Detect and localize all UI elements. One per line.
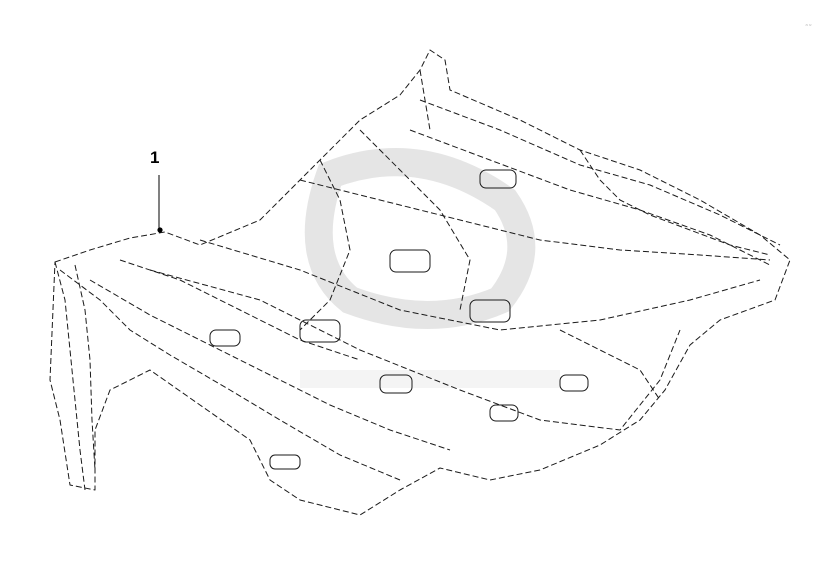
floor-ridge-mid <box>199 239 761 331</box>
rear-crossmember <box>419 99 781 246</box>
rear-pillar <box>419 69 431 131</box>
callout-marker <box>157 227 163 233</box>
side-member-right <box>559 329 661 401</box>
cutout <box>209 329 241 347</box>
watermark-bar <box>300 370 560 388</box>
floor-cutouts <box>209 169 589 470</box>
front-sill-inner <box>89 279 451 451</box>
front-sill-left <box>59 269 401 481</box>
floor-structure <box>49 49 791 516</box>
floor-tunnel-right <box>359 129 471 311</box>
cutout <box>389 249 431 273</box>
rear-crossmember-lower <box>409 129 771 266</box>
floor-ridge-rear <box>299 179 771 261</box>
cutout <box>469 299 511 323</box>
watermark-logo <box>304 148 536 329</box>
left-pillar-inner <box>74 264 96 471</box>
left-pillar <box>54 261 86 491</box>
cutout <box>489 404 519 422</box>
cutout <box>269 454 301 470</box>
cutout <box>379 374 413 394</box>
callout-label-1: 1 <box>150 148 160 167</box>
rear-end-panel <box>579 149 771 256</box>
front-crossmember <box>119 259 361 361</box>
floor-outline <box>49 49 791 516</box>
cutout <box>299 319 341 343</box>
cutout <box>559 374 589 392</box>
floor-tunnel <box>299 159 351 331</box>
floor-ridge-front <box>149 269 681 431</box>
watermark <box>300 148 560 388</box>
corner-mark: ˜˜ <box>805 24 812 32</box>
cutout <box>479 169 517 189</box>
callout-1 <box>157 175 163 233</box>
